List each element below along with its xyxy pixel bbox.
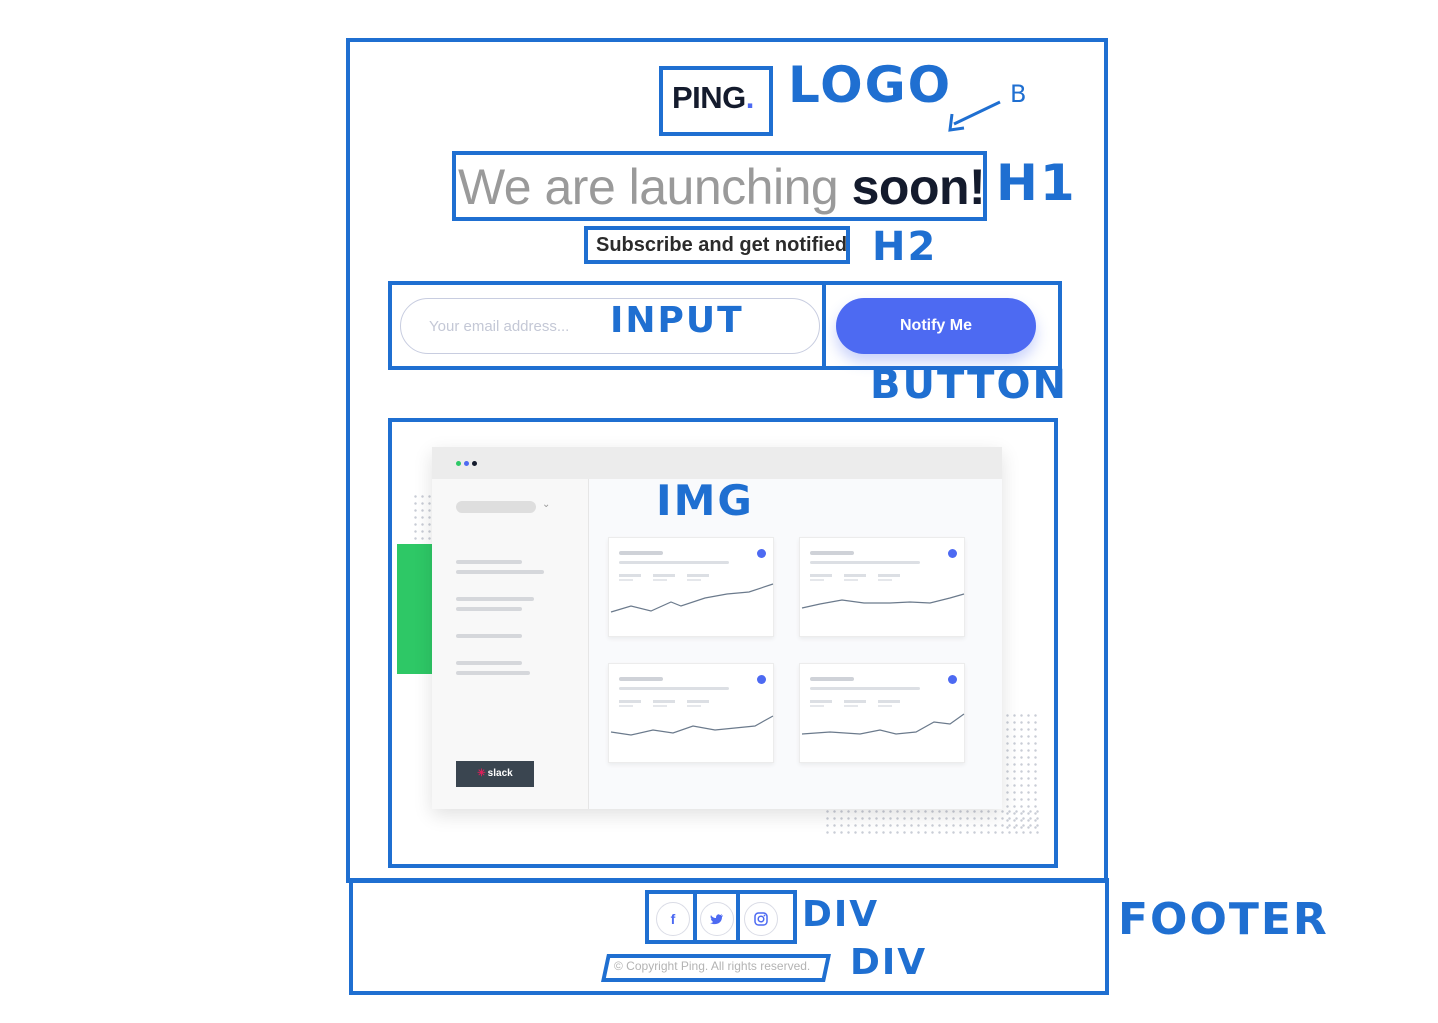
headline-light: We are launching bbox=[458, 159, 839, 215]
sidebar-line bbox=[456, 634, 522, 638]
sparkline bbox=[610, 583, 774, 613]
sparkline bbox=[801, 593, 965, 609]
headline-outline bbox=[452, 151, 987, 221]
dashboard-image: ⌄ ✳slack bbox=[432, 447, 1002, 809]
annotation-arrow-icon bbox=[948, 100, 1001, 132]
sidebar-line bbox=[456, 607, 522, 611]
twitter-icon[interactable] bbox=[700, 902, 734, 936]
annotation-div-social: DIV bbox=[802, 894, 880, 935]
chart-card bbox=[799, 663, 965, 763]
chart-card bbox=[799, 537, 965, 637]
sparkline bbox=[610, 715, 774, 736]
annotation-h1: H1 bbox=[996, 154, 1077, 212]
annotation-img: IMG bbox=[656, 476, 754, 525]
headline-bold: soon! bbox=[851, 159, 986, 215]
sidebar-line bbox=[456, 597, 534, 601]
annotation-footer: FOOTER bbox=[1118, 894, 1329, 945]
subheading: Subscribe and get notified bbox=[596, 234, 848, 256]
annotation-logo: LOGO bbox=[788, 56, 953, 114]
facebook-icon[interactable]: f bbox=[656, 902, 690, 936]
check-icon bbox=[948, 549, 957, 558]
annotation-div-copyright: DIV bbox=[850, 942, 928, 983]
sidebar-line bbox=[456, 671, 530, 675]
email-input[interactable] bbox=[400, 298, 820, 354]
form-outline bbox=[388, 281, 1062, 370]
notify-me-button[interactable]: Notify Me bbox=[836, 298, 1036, 354]
annotation-input: INPUT bbox=[610, 300, 744, 341]
slack-icon: ✳ bbox=[477, 768, 486, 779]
social-icons-outline bbox=[645, 890, 797, 944]
dot-pattern-bottom bbox=[824, 808, 1040, 834]
subheading-outline bbox=[584, 226, 850, 264]
check-icon bbox=[757, 549, 766, 558]
copyright-text: © Copyright Ping. All rights reserved. bbox=[614, 959, 811, 973]
image-outline bbox=[388, 418, 1058, 868]
check-icon bbox=[757, 675, 766, 684]
page-title: We are launching soon! bbox=[458, 158, 986, 216]
social-divider bbox=[736, 892, 740, 942]
sparkline bbox=[801, 713, 965, 735]
window-dot-icon bbox=[472, 461, 477, 466]
slack-label: slack bbox=[487, 768, 513, 779]
logo-text: PING bbox=[672, 80, 746, 115]
social-divider bbox=[693, 892, 697, 942]
sidebar-line bbox=[456, 560, 522, 564]
annotation-button: BUTTON bbox=[870, 362, 1068, 408]
annotation-h2: H2 bbox=[872, 224, 938, 270]
chevron-down-icon: ⌄ bbox=[542, 499, 551, 510]
slack-badge: ✳slack bbox=[456, 761, 534, 787]
window-dot-icon bbox=[464, 461, 469, 466]
form-divider bbox=[822, 283, 826, 367]
logo-dot: . bbox=[745, 80, 755, 115]
check-icon bbox=[948, 675, 957, 684]
logo-outline bbox=[659, 66, 773, 136]
chart-card bbox=[608, 663, 774, 763]
instagram-icon[interactable] bbox=[744, 902, 778, 936]
annotation-b: B bbox=[1010, 80, 1029, 108]
logo[interactable]: PING. bbox=[672, 80, 754, 116]
window-dot-icon bbox=[456, 461, 461, 466]
footer-outline bbox=[349, 878, 1109, 995]
dashboard-sidebar: ⌄ ✳slack bbox=[432, 447, 589, 809]
green-accent-block bbox=[397, 544, 435, 674]
sidebar-line bbox=[456, 661, 522, 665]
chart-card bbox=[608, 537, 774, 637]
workspace-selector bbox=[456, 501, 536, 513]
sidebar-line bbox=[456, 570, 544, 574]
